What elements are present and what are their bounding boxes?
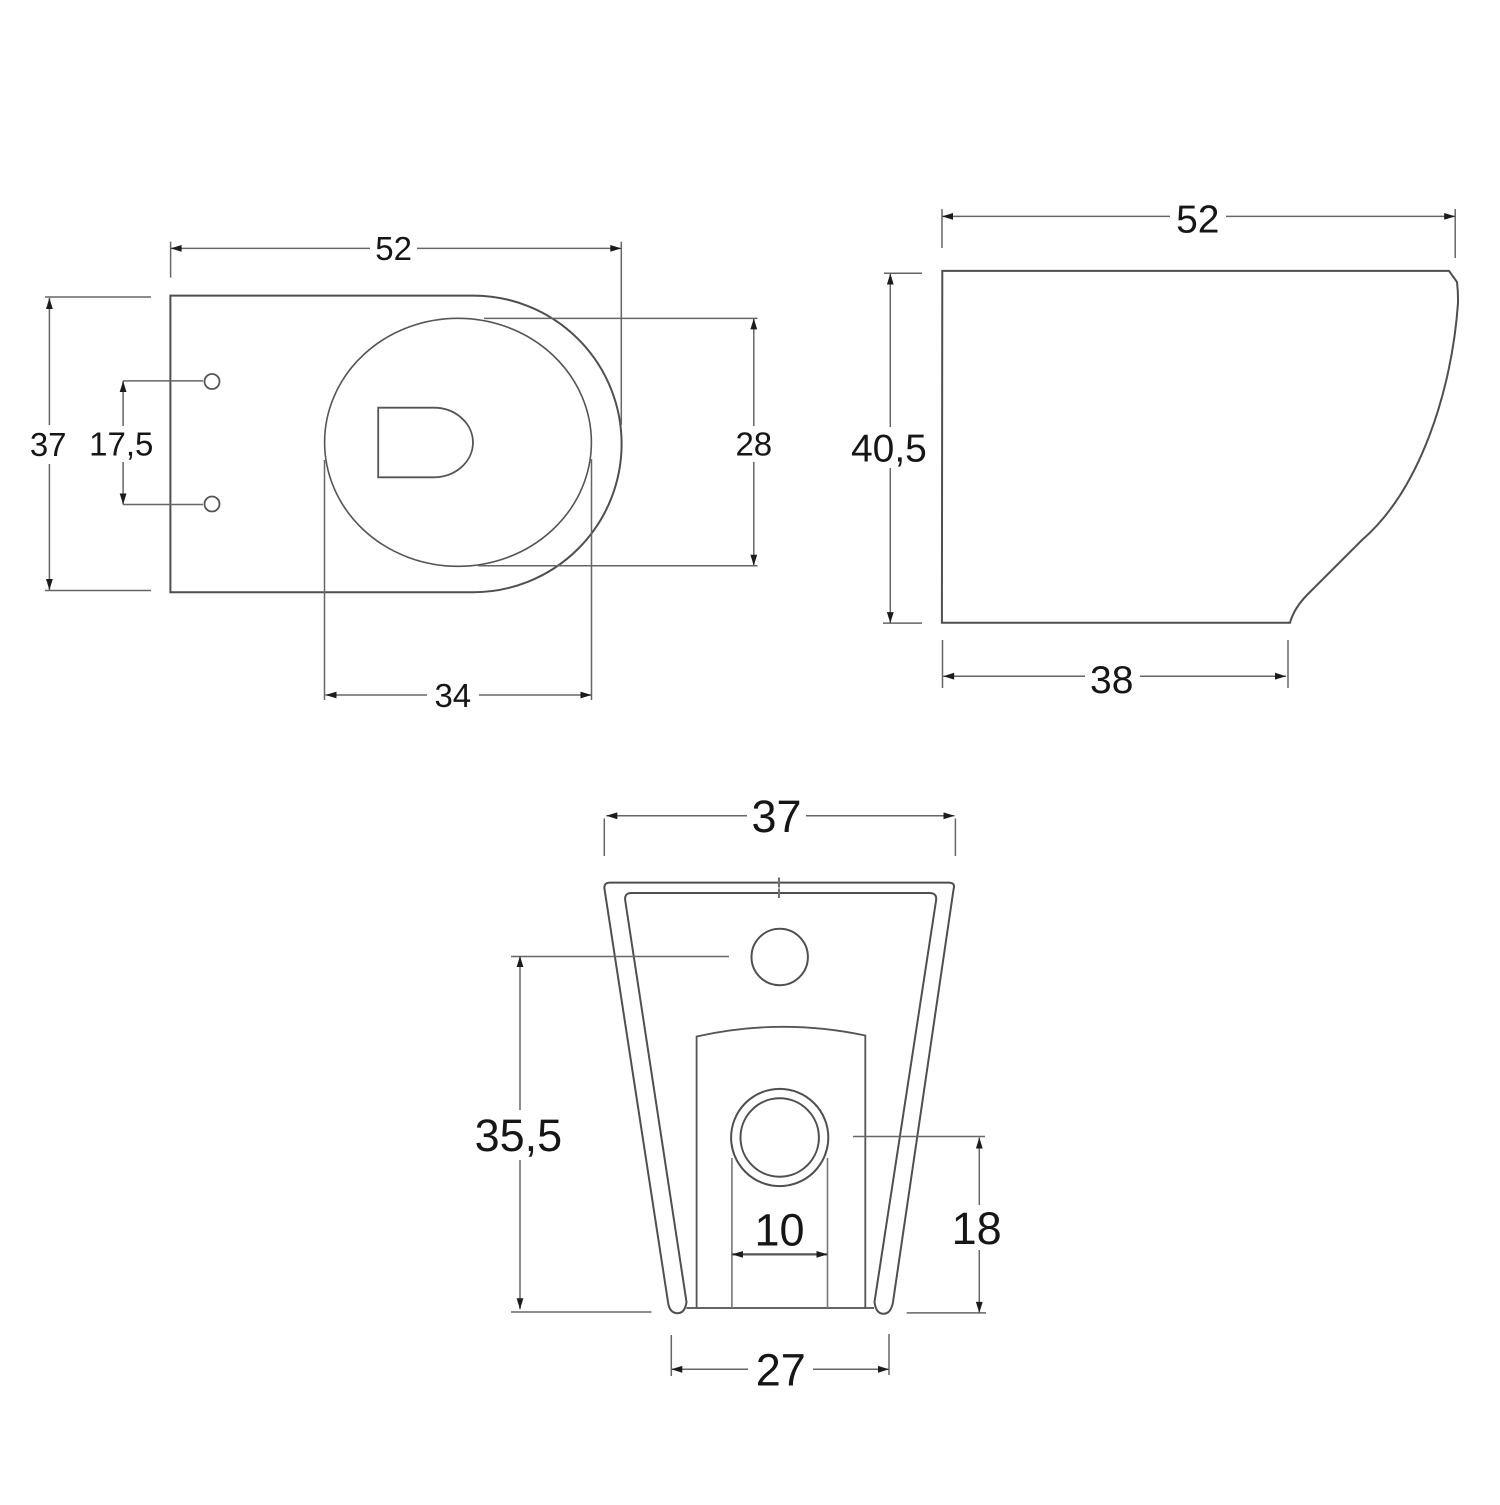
svg-text:40,5: 40,5: [851, 428, 927, 471]
svg-text:38: 38: [1090, 659, 1133, 702]
svg-text:28: 28: [735, 426, 772, 463]
svg-text:34: 34: [434, 677, 471, 714]
svg-text:35,5: 35,5: [475, 1110, 563, 1161]
svg-text:10: 10: [754, 1205, 804, 1256]
svg-text:17,5: 17,5: [89, 425, 153, 462]
svg-text:27: 27: [756, 1345, 806, 1396]
svg-text:52: 52: [1176, 198, 1219, 241]
svg-text:37: 37: [751, 791, 801, 842]
svg-text:18: 18: [952, 1203, 1002, 1254]
svg-text:37: 37: [30, 426, 67, 463]
svg-text:52: 52: [375, 230, 412, 267]
